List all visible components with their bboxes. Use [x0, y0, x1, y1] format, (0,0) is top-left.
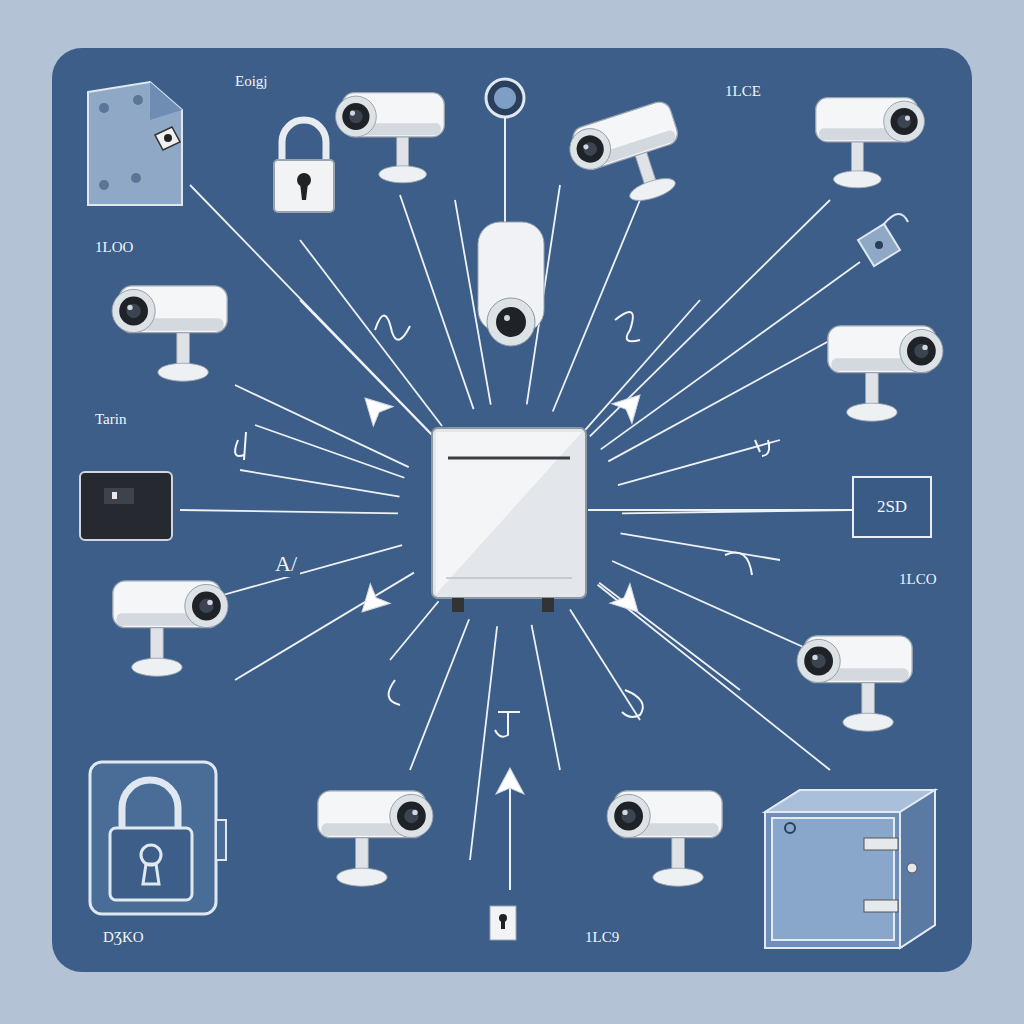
signal-line [570, 610, 640, 720]
scribble-mark [622, 690, 643, 717]
scribble-mark [235, 432, 246, 460]
signal-line [410, 619, 469, 770]
signal-line [532, 625, 560, 770]
scribble-mark [755, 440, 769, 456]
signal-line [255, 425, 404, 478]
panel [52, 48, 972, 972]
signal-line [300, 300, 432, 435]
lock-panel [90, 762, 226, 914]
camera [113, 581, 228, 676]
label-text: Tarin [92, 410, 129, 429]
label-text: Eoigj [232, 72, 271, 91]
keyhole-plate [490, 906, 516, 940]
signal-line [235, 573, 414, 680]
arrow-head [355, 388, 393, 426]
signal-line [300, 240, 442, 426]
signal-line [470, 626, 497, 860]
sensor-dot [486, 79, 524, 228]
control-box [80, 472, 172, 540]
padlock [274, 120, 334, 212]
label-text: DƷKO [100, 928, 147, 947]
label-text: 1LOO [92, 238, 136, 257]
label-text: 1LCE [722, 82, 764, 101]
arrow-head [610, 584, 648, 622]
camera [607, 791, 722, 886]
scribble-mark [725, 553, 752, 576]
signal-line [599, 583, 740, 690]
signal-line [588, 509, 852, 511]
dome-camera [478, 222, 544, 346]
arrow-head [352, 584, 390, 622]
signal-line [235, 385, 409, 467]
hub-box [432, 428, 586, 612]
camera [563, 99, 694, 218]
label-text: 1LC9 [582, 928, 622, 947]
signal-line [590, 200, 830, 436]
lock-tag [858, 214, 908, 266]
camera [318, 791, 433, 886]
signal-line [598, 585, 830, 770]
label-box: 2SD [852, 476, 932, 538]
safe-box [765, 790, 935, 948]
cameras [112, 93, 943, 887]
signal-line [620, 533, 780, 560]
camera [112, 286, 227, 381]
scribble-mark [375, 315, 410, 339]
signal-line [180, 510, 398, 513]
arrow-head [496, 768, 524, 794]
signal-line [240, 470, 400, 497]
camera [336, 93, 445, 183]
hinge-plate [88, 82, 182, 205]
camera [797, 636, 912, 731]
signal-line [390, 601, 439, 660]
signal-line [618, 440, 780, 485]
icons [80, 79, 935, 948]
signal-line [584, 300, 700, 431]
scribble-mark [495, 712, 520, 737]
signal-line [608, 335, 840, 461]
signal-line [601, 262, 860, 449]
signal-line [612, 561, 810, 650]
signal-line [509, 780, 511, 890]
signal-line [400, 195, 474, 409]
label-text: 1LCO [896, 570, 940, 589]
scribble-mark [615, 312, 640, 341]
camera [816, 98, 925, 188]
signal-rays [180, 185, 860, 890]
scribble-mark [389, 680, 400, 705]
label-text: A/ [272, 550, 300, 577]
signal-line [553, 200, 640, 411]
arrow-head [612, 385, 650, 423]
camera [828, 326, 943, 421]
box-text: 2SD [877, 497, 907, 517]
